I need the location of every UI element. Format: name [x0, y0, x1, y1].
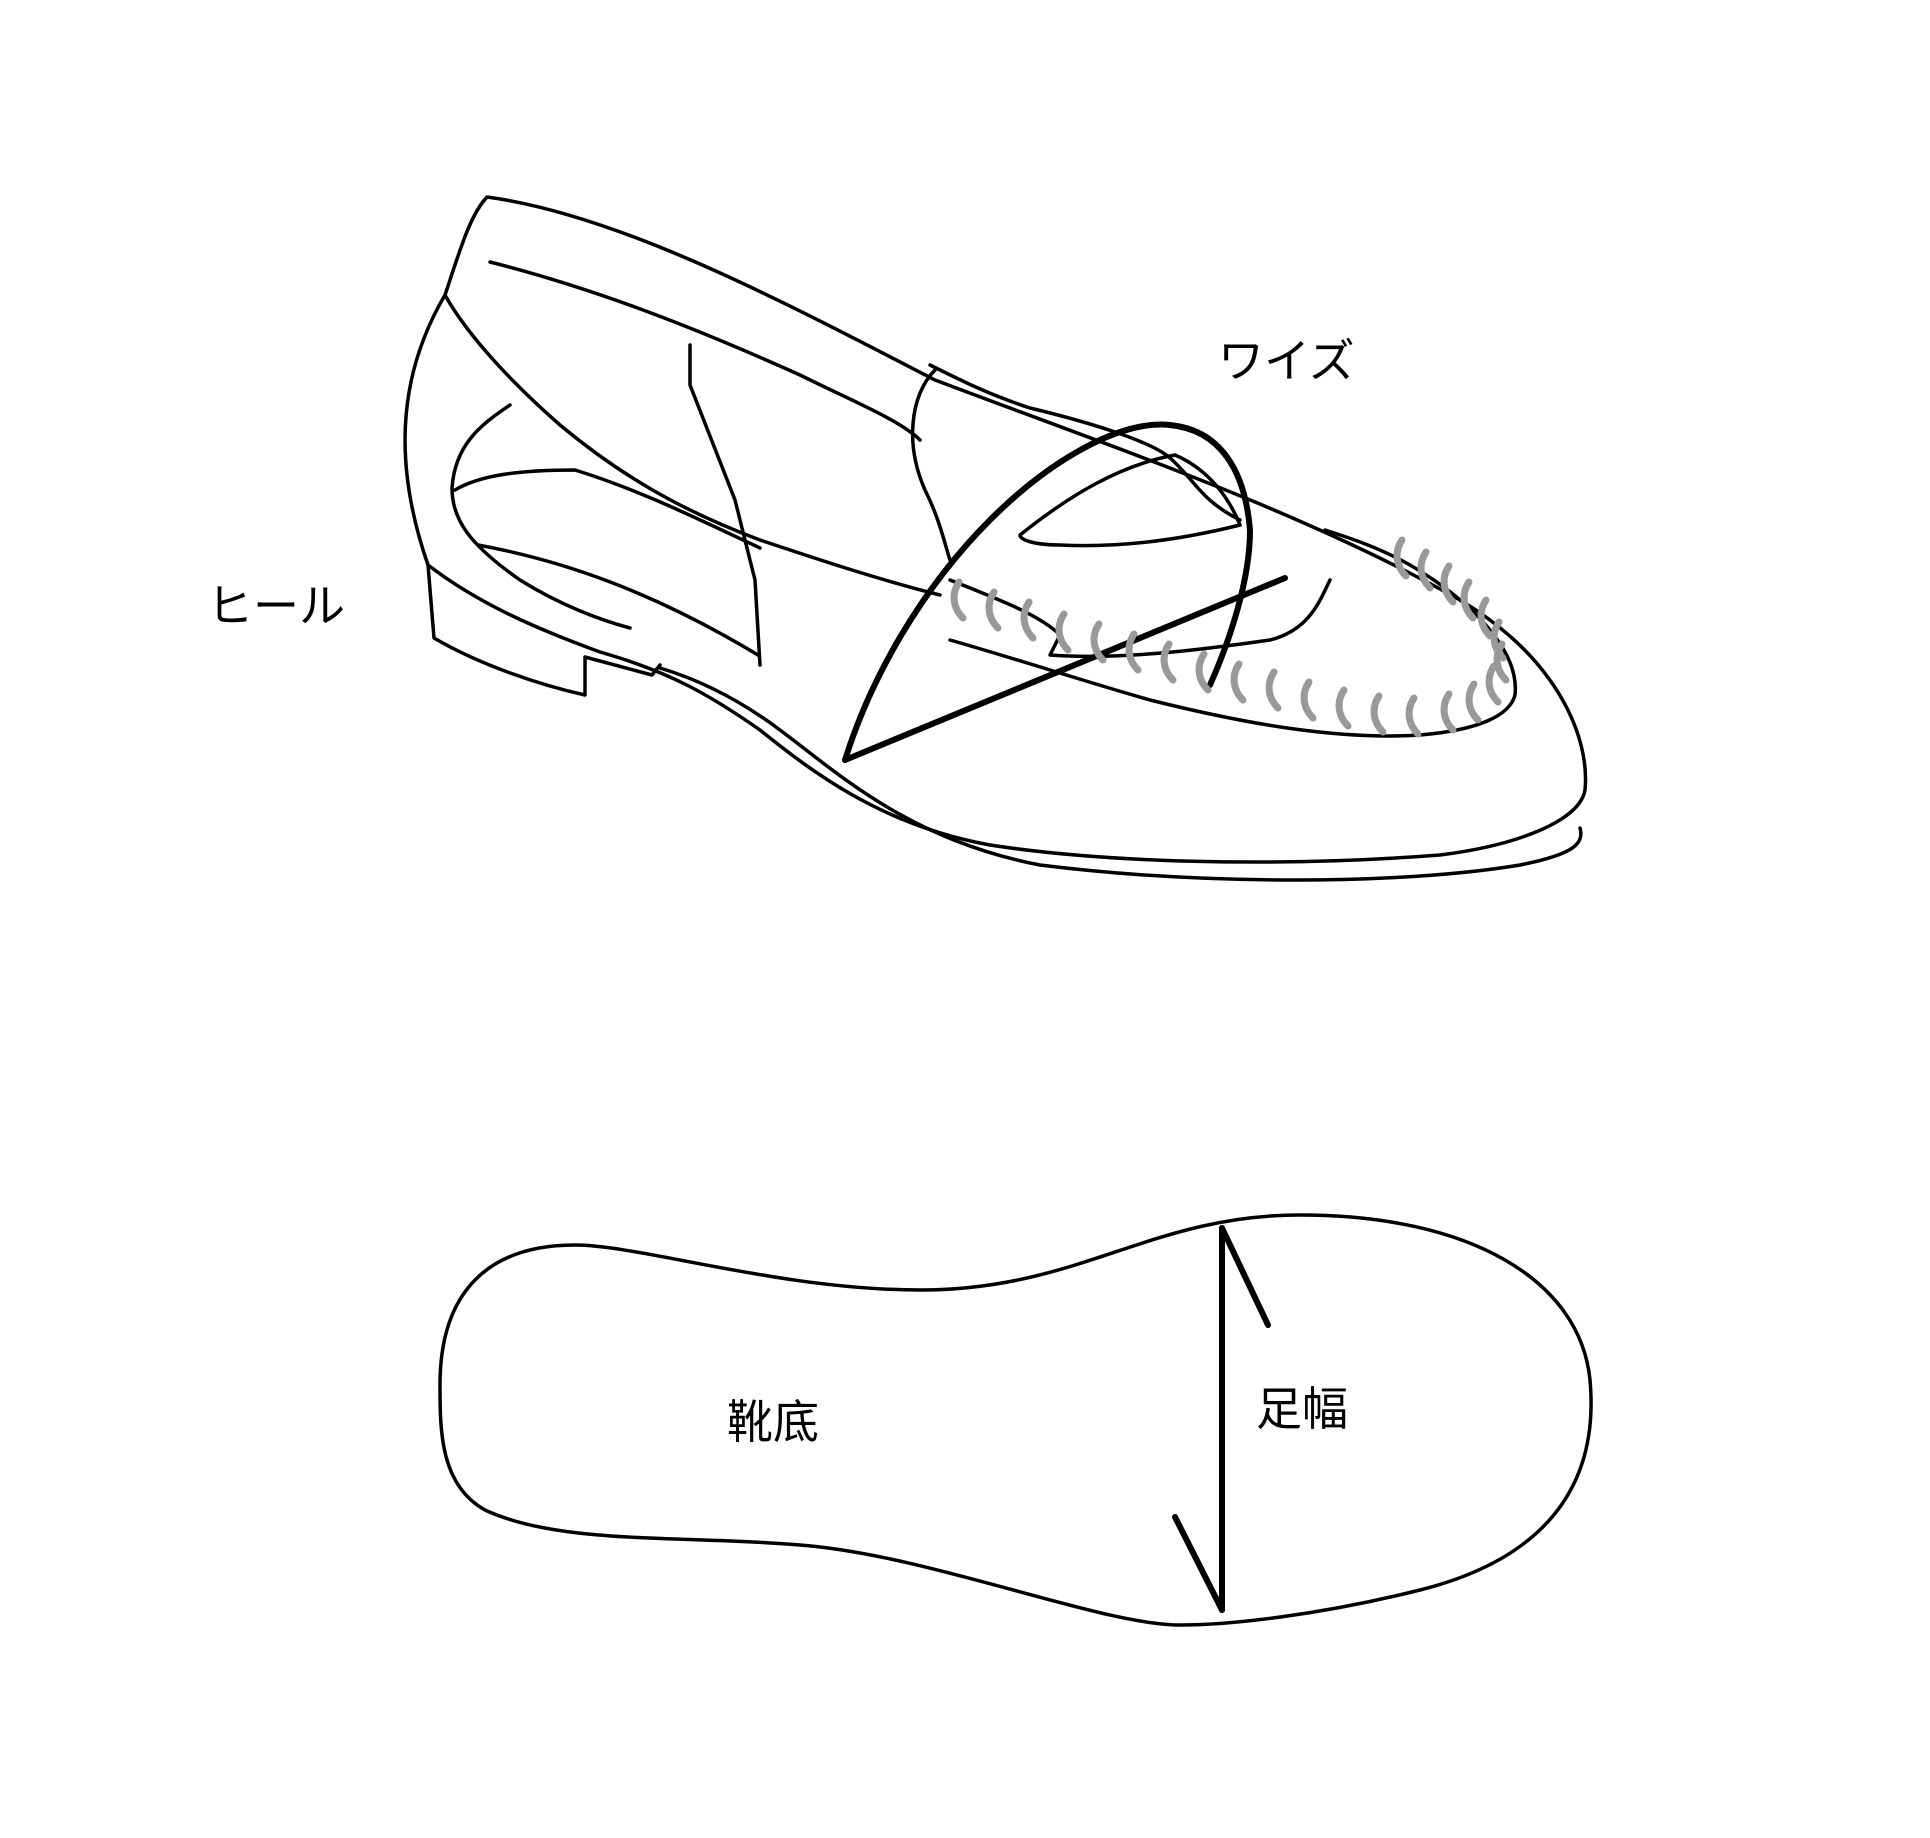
- stitch-mark: [1125, 630, 1142, 674]
- loafer-illustration: [403, 195, 1588, 882]
- stitch-mark: [1020, 598, 1037, 642]
- stitch-mark: [1485, 662, 1502, 706]
- foot-width-arrow-top: [1219, 1225, 1271, 1328]
- heel-opening: [450, 403, 632, 630]
- sole-outline: [438, 1213, 1593, 1627]
- stitch-mark: [1370, 692, 1387, 736]
- stitch-mark: [1477, 596, 1494, 640]
- stitch-mark: [1440, 562, 1457, 606]
- toe-seam: [948, 528, 1517, 738]
- stitch-mark: [1405, 694, 1422, 738]
- saddle-strap: [928, 363, 1242, 522]
- width-label: ワイズ: [1218, 334, 1355, 388]
- stitch-mark: [1335, 686, 1352, 730]
- moc-stitching: [950, 536, 1510, 738]
- foot-width-label: 足幅: [1256, 1382, 1348, 1436]
- saddle-strap-lower: [910, 368, 952, 562]
- collar-inner: [488, 260, 922, 442]
- stitch-mark: [1465, 680, 1482, 724]
- sole-illustration: [438, 1213, 1593, 1627]
- stitch-mark: [985, 588, 1002, 632]
- stitch-mark: [1493, 640, 1510, 684]
- sole-edge: [658, 666, 1583, 882]
- width-line-lower: [842, 575, 1288, 763]
- stitch-mark: [1393, 536, 1410, 580]
- width-curve: [842, 421, 1253, 763]
- counter-line: [476, 543, 760, 657]
- stitch-mark: [1230, 660, 1247, 704]
- foot-width-arrow-bottom: [1172, 1514, 1225, 1613]
- side-panel: [688, 343, 762, 667]
- shoe-upper-outline: [403, 195, 1588, 864]
- penny-slot: [1018, 453, 1242, 548]
- heel-block: [426, 563, 662, 697]
- stitch-mark: [1055, 610, 1072, 654]
- stitch-mark: [1440, 690, 1457, 734]
- heel-inner-line: [453, 468, 762, 550]
- stitch-mark: [1417, 548, 1434, 592]
- stitch-mark: [1160, 640, 1177, 684]
- stitch-mark: [950, 578, 967, 622]
- sole-label: 靴底: [727, 1395, 819, 1449]
- stitch-mark: [1460, 578, 1477, 622]
- stitch-mark: [1090, 620, 1107, 664]
- stitch-mark: [1195, 650, 1212, 694]
- collar-top: [443, 293, 942, 597]
- heel-label: ヒール: [207, 579, 345, 633]
- stitch-mark: [1300, 678, 1317, 722]
- stitch-mark: [1265, 668, 1282, 712]
- vamp-line: [948, 578, 1332, 659]
- stitch-mark: [1490, 618, 1507, 662]
